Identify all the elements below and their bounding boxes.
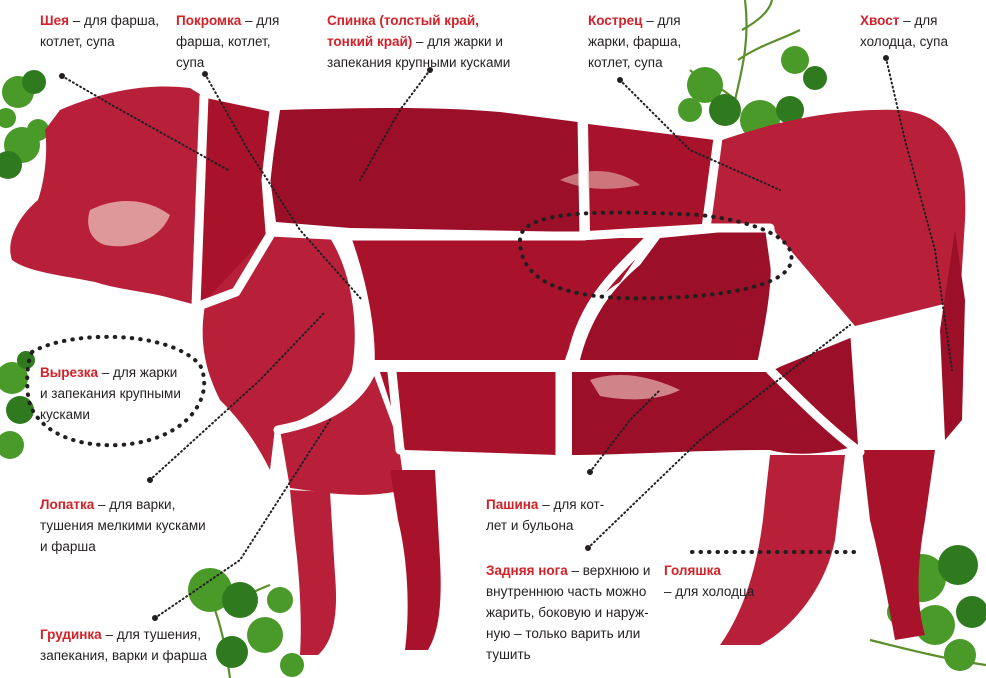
label-shoulder-text1: – для варки,	[98, 497, 176, 512]
label-back-name1: Спинка (толстый край,	[327, 13, 479, 28]
label-brisket-text1: – для тушения,	[105, 627, 201, 642]
label-pokromka-text2: фарша, котлет,	[176, 34, 271, 49]
label-flank-name: Пашина	[486, 497, 539, 512]
label-rump: Кострец – для жарки, фарша, котлет, супа	[588, 10, 718, 73]
label-back-text2: запекания крупными кусками	[327, 55, 511, 70]
label-tail-text2: холодца, супа	[860, 34, 948, 49]
label-back-name2: тонкий край)	[327, 34, 413, 49]
label-rump-text2: жарки, фарша,	[588, 34, 682, 49]
label-tenderloin: Вырезка – для жарки и запекания крупными…	[40, 362, 200, 425]
cut-back	[270, 108, 582, 232]
cut-neck	[10, 86, 206, 306]
label-shank-text1: – для холодца	[664, 584, 755, 599]
cut-brisket	[280, 370, 405, 495]
leader-lines	[59, 55, 953, 621]
label-shoulder-text2: тушения мелкими кусками	[40, 518, 206, 533]
label-brisket-name: Грудинка	[40, 627, 102, 642]
label-flank-text1: – для кот-	[542, 497, 605, 512]
label-flank: Пашина – для кот- лет и бульона	[486, 494, 636, 536]
label-tail: Хвост – для холодца, супа	[860, 10, 980, 52]
label-rump-text3: котлет, супа	[588, 55, 663, 70]
label-pokromka-text3: супа	[176, 55, 205, 70]
cut-separators	[191, 91, 865, 463]
label-tenderloin-name: Вырезка	[40, 365, 99, 380]
label-shoulder-text3: и фарша	[40, 539, 96, 554]
label-pokromka: Покромка – для фарша, котлет, супа	[176, 10, 306, 73]
cut-flank-top	[580, 228, 775, 360]
label-hindleg-name: Задняя нога	[486, 563, 568, 578]
label-back-text1: – для жарки и	[416, 34, 503, 49]
label-neck: Шея – для фарша, котлет, супа	[40, 10, 190, 52]
cut-hind-leg-1	[720, 455, 845, 645]
label-hindleg-text4: ную – только варить или	[486, 626, 641, 641]
parsley-top-left-icon	[0, 70, 49, 179]
cut-middle	[348, 238, 650, 360]
label-pokromka-text1: – для	[245, 13, 280, 28]
parsley-left-middle-icon	[0, 351, 35, 459]
parsley-bottom-left-icon	[188, 568, 304, 678]
label-hindleg-text2: внутреннюю часть можно	[486, 584, 647, 599]
label-tail-name: Хвост	[860, 13, 900, 28]
label-shoulder: Лопатка – для варки, тушения мелкими кус…	[40, 494, 230, 557]
label-hindleg-text3: жарить, боковую и наруж-	[486, 605, 649, 620]
label-shank-name: Голяшка	[664, 563, 721, 578]
cut-hip	[705, 109, 966, 326]
label-brisket: Грудинка – для тушения, запекания, варки…	[40, 624, 240, 666]
label-tenderloin-text3: кусками	[40, 407, 90, 422]
label-pokromka-name: Покромка	[176, 13, 242, 28]
label-neck-text2: котлет, супа	[40, 34, 115, 49]
label-hindleg-text1: – верхнюю и	[571, 563, 651, 578]
label-shank: Голяшка – для холодца	[664, 560, 784, 602]
label-brisket-text2: запекания, варки и фарша	[40, 648, 208, 663]
cut-flank	[380, 372, 560, 455]
label-shoulder-name: Лопатка	[40, 497, 95, 512]
cut-tail	[940, 230, 965, 440]
tenderloin-dotted-outline	[25, 210, 862, 554]
label-rump-text1: – для	[646, 13, 681, 28]
cut-front-leg-2	[390, 470, 441, 650]
label-flank-text2: лет и бульона	[486, 518, 574, 533]
label-neck-name: Шея	[40, 13, 69, 28]
cut-hindleg	[572, 330, 858, 455]
cut-shank	[862, 450, 935, 640]
label-rump-name: Кострец	[588, 13, 643, 28]
label-back: Спинка (толстый край, тонкий край) – для…	[327, 10, 547, 73]
label-tenderloin-text2: и запекания крупными	[40, 386, 181, 401]
label-hindleg-text5: тушить	[486, 647, 531, 662]
cut-front-leg-1	[290, 490, 337, 655]
label-tenderloin-text1: – для жарки	[101, 365, 178, 380]
label-hindleg: Задняя нога – верхнюю и внутреннюю часть…	[486, 560, 661, 665]
label-neck-text1: – для фарша,	[72, 13, 160, 28]
label-tail-text1: – для	[903, 13, 938, 28]
cow-silhouette	[10, 86, 966, 655]
cut-rump	[588, 124, 715, 232]
